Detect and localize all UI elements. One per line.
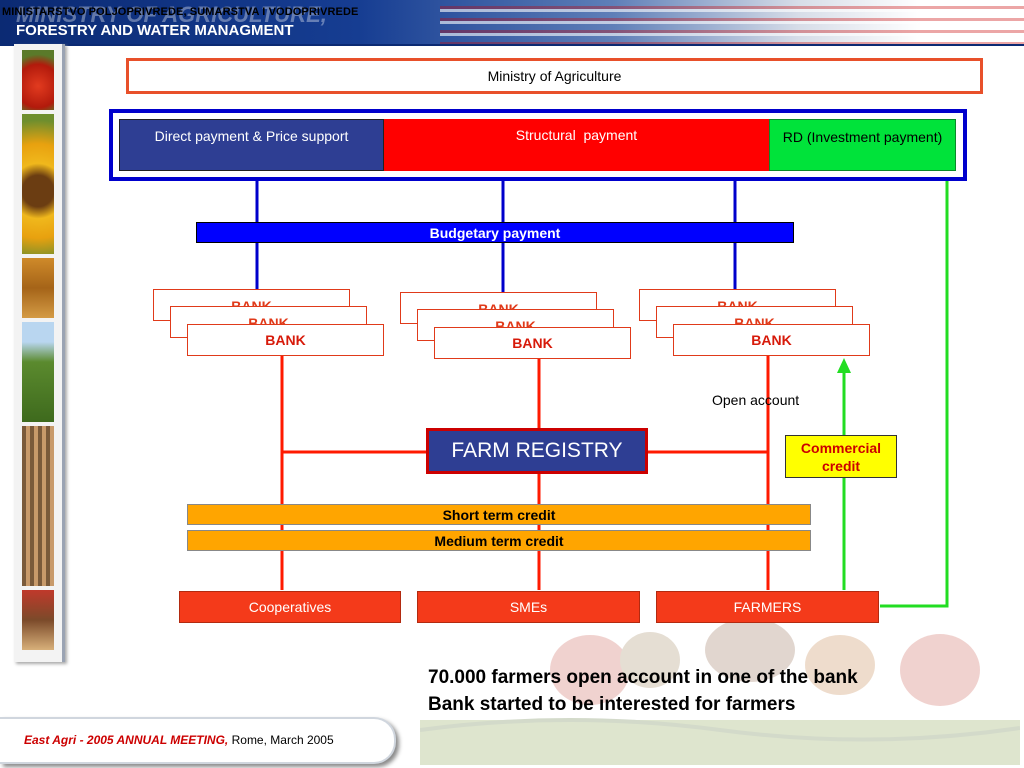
banner-title-ghost: MINISTRY OF AGRICULTURE,	[16, 2, 327, 27]
photo-strip	[14, 44, 65, 662]
budgetary-payment-label: Budgetary payment	[429, 224, 561, 241]
farm-registry-box: FARM REGISTRY	[426, 428, 648, 474]
flag-stripes	[440, 0, 1024, 46]
bank-label: BANK	[265, 332, 306, 348]
structural-payment-label: Structural payment	[515, 127, 638, 143]
banner-title: FORESTRY AND WATER MANAGMENT	[16, 22, 294, 39]
bank-label: BANK	[751, 332, 792, 348]
medium-term-credit-label: Medium term credit	[434, 532, 564, 549]
sunflower-photo	[22, 114, 54, 254]
headline-line-2: Bank started to be interested for farmer…	[428, 694, 796, 715]
banner-ministry-local-name: MINISTARSTVO POLJOPRIVREDE, SUMARSTVA I …	[2, 6, 359, 18]
bank-box: BANK	[673, 324, 870, 356]
field-photo	[22, 322, 54, 422]
footer-text: East Agri - 2005 ANNUAL MEETING, Rome, M…	[24, 733, 334, 747]
structural-payment-box: Structural payment	[384, 119, 769, 171]
ministry-label: Ministry of Agriculture	[487, 68, 622, 84]
header-banner: MINISTRY OF AGRICULTURE, MINISTARSTVO PO…	[0, 0, 1024, 46]
short-term-credit-label: Short term credit	[442, 506, 556, 523]
grain-photo	[22, 258, 54, 318]
open-account-label: Open account	[712, 392, 800, 408]
footer-place-date: Rome, March 2005	[228, 733, 334, 747]
commercial-credit-label: Commercial credit	[800, 439, 882, 474]
commercial-credit-box: Commercial credit	[785, 435, 897, 478]
budgetary-payment-bar: Budgetary payment	[196, 222, 794, 243]
direct-payment-label: Direct payment & Price support	[154, 128, 349, 144]
farmers-label: FARMERS	[733, 599, 802, 615]
bank-box: BANK	[187, 324, 384, 356]
headline: 70.000 farmers open account in one of th…	[428, 664, 858, 718]
smes-box: SMEs	[417, 591, 640, 623]
smes-label: SMEs	[509, 599, 548, 615]
ministry-box: Ministry of Agriculture	[126, 58, 983, 94]
farmers-box: FARMERS	[656, 591, 879, 623]
pepper-photo	[22, 50, 54, 110]
direct-payment-box: Direct payment & Price support	[119, 119, 384, 171]
connector-rd-farmers	[880, 170, 949, 608]
cooperatives-label: Cooperatives	[248, 599, 332, 615]
crop-rows-photo	[22, 426, 54, 586]
commercial-credit-arrowhead	[837, 358, 851, 373]
bank-box: BANK	[434, 327, 631, 359]
farm-registry-label: FARM REGISTRY	[451, 439, 623, 462]
medium-term-credit-bar: Medium term credit	[187, 530, 811, 551]
footer-banner: East Agri - 2005 ANNUAL MEETING, Rome, M…	[0, 717, 396, 764]
cartoon-watermark	[420, 618, 1020, 765]
rd-payment-box: RD (Investment payment)	[769, 119, 956, 171]
footer-event: East Agri - 2005 ANNUAL MEETING,	[24, 733, 229, 747]
rd-payment-label: RD (Investment payment)	[782, 129, 943, 145]
banner-underline	[0, 44, 1024, 46]
headline-line-1: 70.000 farmers open account in one of th…	[428, 667, 858, 688]
short-term-credit-bar: Short term credit	[187, 504, 811, 525]
cooperatives-box: Cooperatives	[179, 591, 401, 623]
bank-label: BANK	[512, 335, 553, 351]
people-photo	[22, 590, 54, 650]
